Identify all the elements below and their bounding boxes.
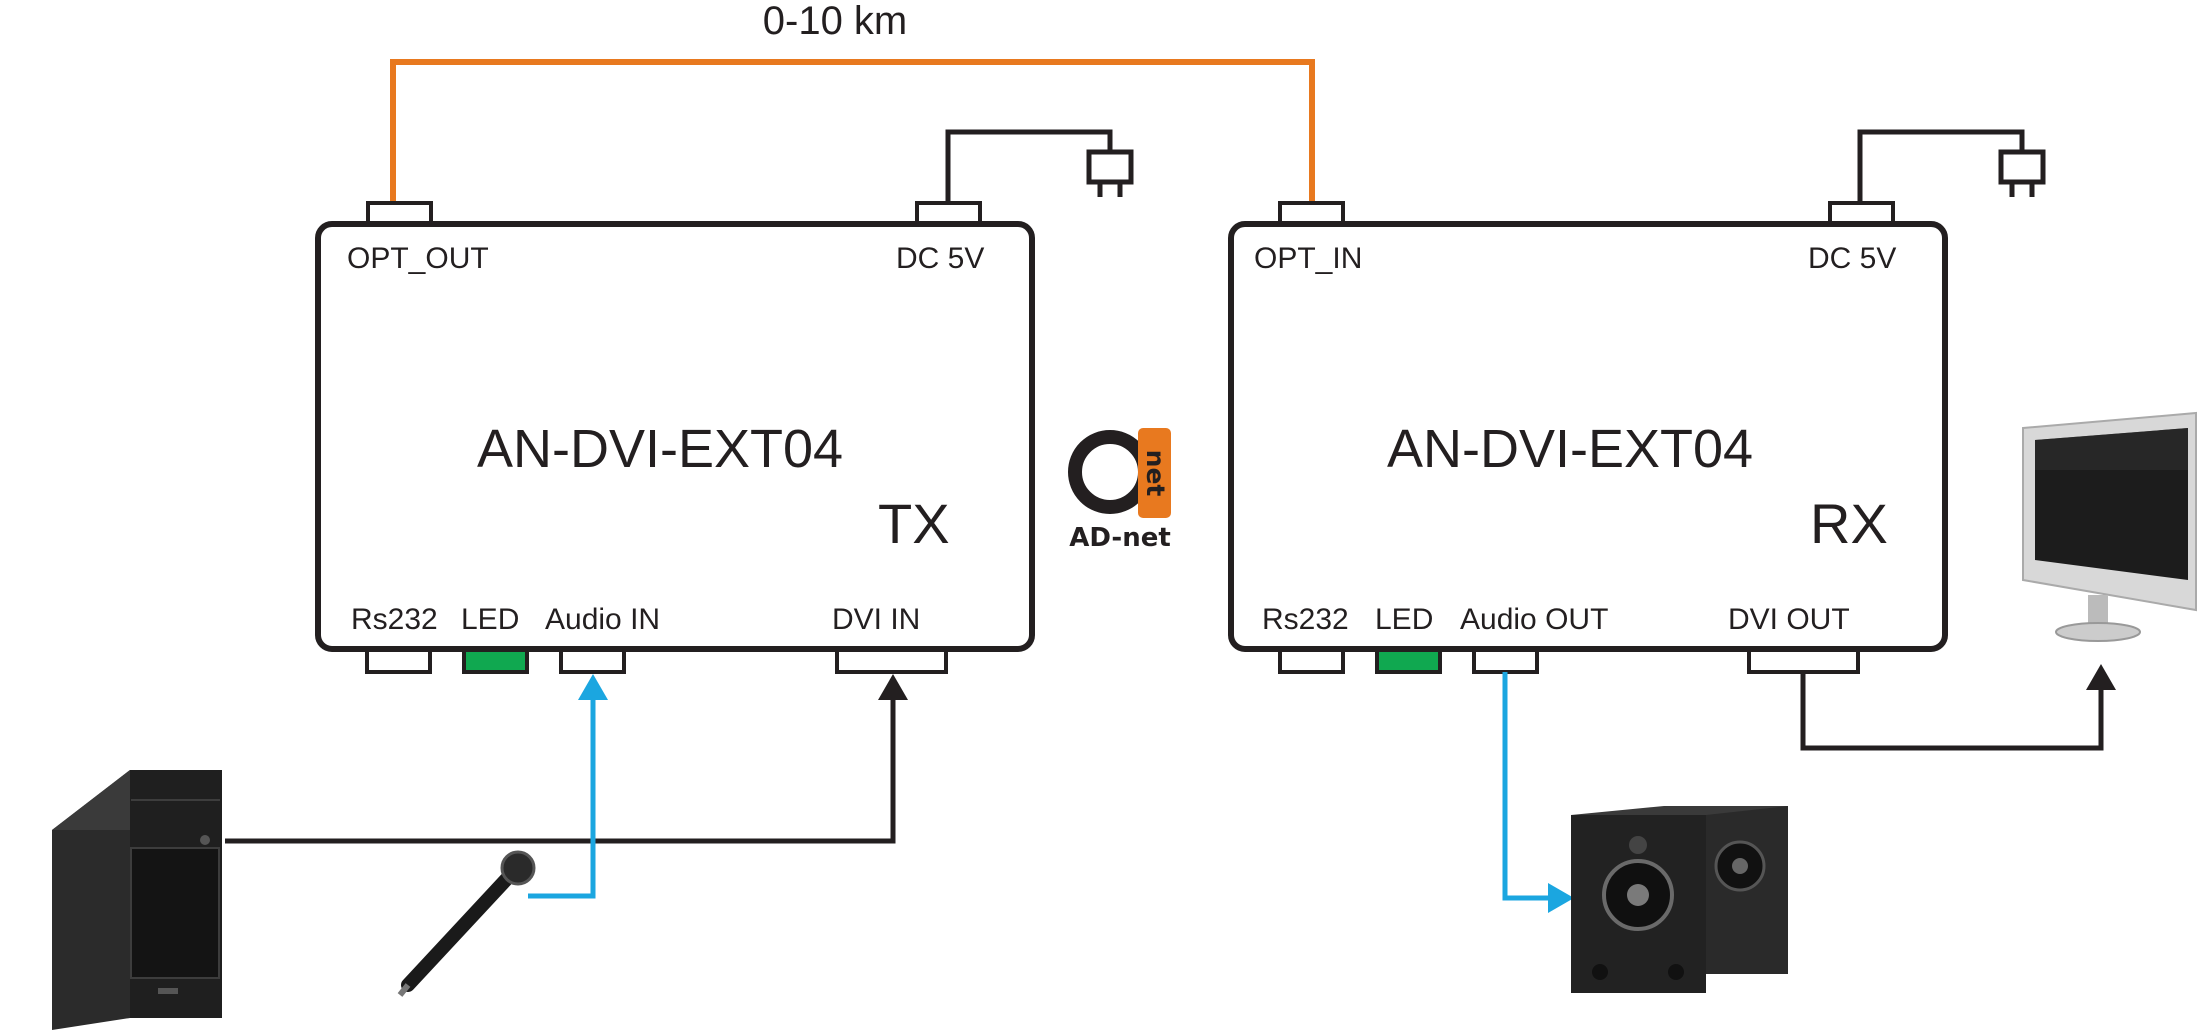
rx-dc-connector [1828,201,1895,226]
rx-model: AN-DVI-EXT04 [1387,419,1753,479]
rx-box [1228,221,1948,652]
ad-net-logo: net AD-net [1068,428,1171,553]
rx-port-led: LED [1375,603,1433,636]
tx-port-led: LED [461,603,519,636]
tx-port-optical: OPT_OUT [347,242,489,275]
rx-port-optical: OPT_IN [1254,242,1362,275]
tx-port-power: DC 5V [896,242,984,275]
tx-port-serial: Rs232 [351,603,438,636]
logo-accent [1138,428,1171,518]
rx-power-cable [1857,129,2025,203]
rx-unit: OPT_IN DC 5V AN-DVI-EXT04 RX Rs232 LED A… [1228,129,2046,674]
distance-label: 0-10 km [763,0,908,43]
tx-box [315,221,1035,652]
logo-name: AD-net [1069,523,1171,553]
rx-port-video: DVI OUT [1728,603,1850,636]
dvi-output-arrow-icon [2086,664,2116,690]
tx-port-video: DVI IN [832,603,920,636]
fiber-cable [390,59,1315,205]
pc-tower-icon [52,770,222,1030]
rx-port-audio: Audio OUT [1460,603,1608,636]
audio-output-cable [1502,672,1548,901]
rx-opt-connector [1278,201,1345,226]
tx-power-plug-icon [1086,149,1134,197]
tx-opt-connector [366,201,433,226]
dvi-input-cable [225,700,896,844]
dvi-input-arrow-icon [878,674,908,700]
tx-port-audio: Audio IN [545,603,660,636]
logo-badge: net [1141,450,1170,497]
rx-power-plug-icon [1998,149,2046,197]
rx-role: RX [1810,492,1888,555]
speakers-icon [1571,806,1788,993]
audio-output-arrow-icon [1548,883,1574,913]
tx-unit: OPT_OUT DC 5V AN-DVI-EXT04 TX Rs232 LED … [315,129,1134,674]
tx-role: TX [878,492,950,555]
logo-ring [1068,430,1152,514]
tx-dc-connector [915,201,982,226]
tx-model: AN-DVI-EXT04 [477,419,843,479]
microphone-icon [397,850,536,997]
audio-input-cable [528,700,596,899]
audio-input-arrow-icon [578,674,608,700]
tx-power-cable [945,129,1113,203]
monitor-icon [2022,411,2197,642]
dvi-output-cable [1800,672,2104,751]
rx-port-serial: Rs232 [1262,603,1349,636]
rx-port-power: DC 5V [1808,242,1896,275]
